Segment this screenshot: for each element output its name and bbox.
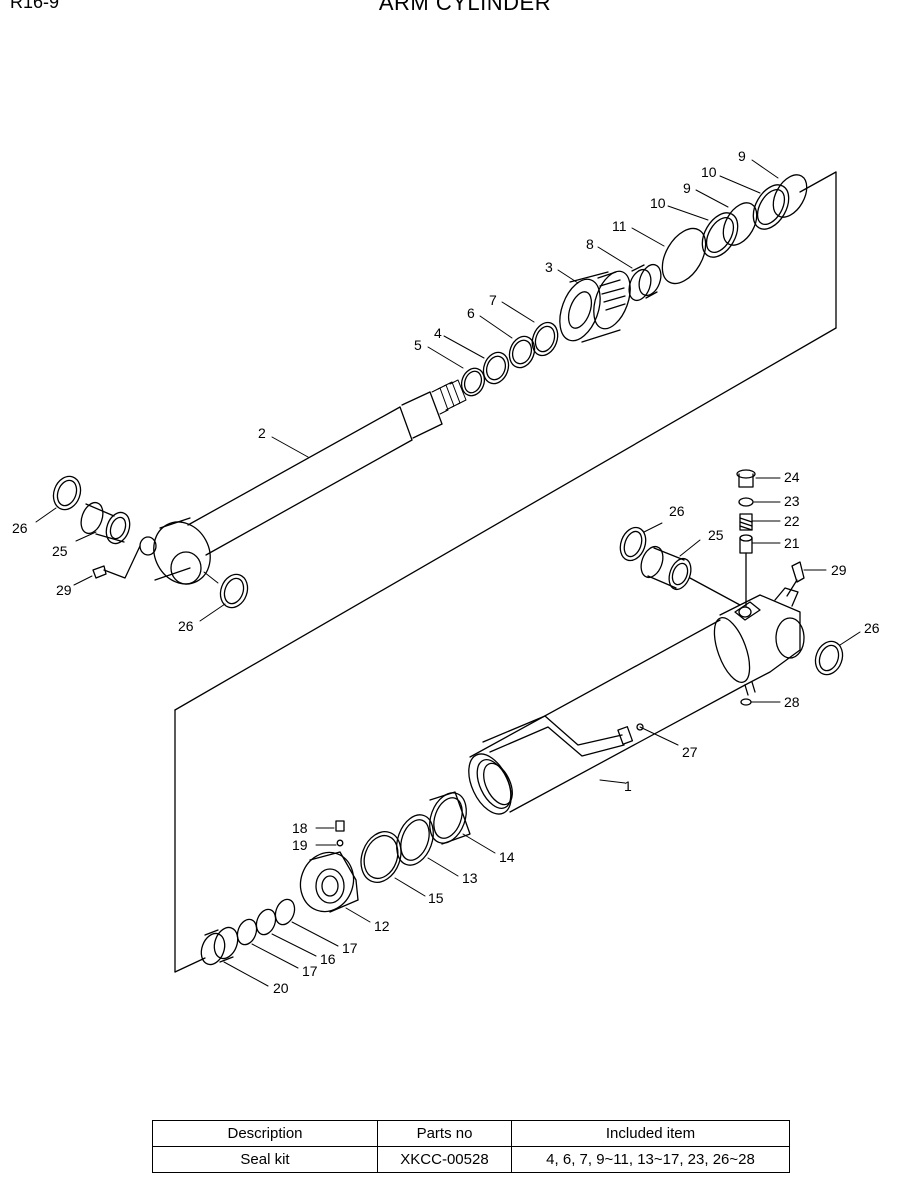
label-16: 16 — [320, 951, 336, 967]
label-8: 8 — [586, 236, 594, 252]
page-id: R16-9 — [10, 0, 60, 12]
piston-seals — [200, 791, 471, 966]
cell-included-item: 4, 6, 7, 9~11, 13~17, 23, 26~28 — [511, 1146, 790, 1173]
label-27: 27 — [682, 744, 698, 760]
label-5: 5 — [414, 337, 422, 353]
label-20: 20 — [273, 980, 289, 996]
label-9-lower: 9 — [683, 180, 691, 196]
rod-cover-part-3 — [559, 270, 631, 343]
label-18: 18 — [292, 820, 308, 836]
label-3: 3 — [545, 259, 553, 275]
label-4: 4 — [434, 325, 442, 341]
label-26-rod-upper: 26 — [12, 520, 28, 536]
label-29-tube: 29 — [831, 562, 847, 578]
piston-part-12 — [299, 820, 359, 913]
label-28: 28 — [784, 694, 800, 710]
label-10-upper: 10 — [701, 164, 717, 180]
label-26-rod-lower: 26 — [178, 618, 194, 634]
label-12: 12 — [374, 918, 390, 934]
page-title: ARM CYLINDER — [378, 0, 552, 15]
label-7: 7 — [489, 292, 497, 308]
table-header-row: Description Parts no Included item — [152, 1120, 790, 1147]
label-22: 22 — [784, 513, 800, 529]
label-14: 14 — [499, 849, 515, 865]
tube-side-parts — [619, 469, 844, 731]
label-1: 1 — [624, 778, 632, 794]
label-15: 15 — [428, 890, 444, 906]
label-26-tube-right: 26 — [864, 620, 880, 636]
column-header-included-item: Included item — [511, 1120, 790, 1147]
piston-rod-part-2 — [139, 379, 467, 585]
label-11: 11 — [612, 218, 627, 234]
label-17-upper: 17 — [342, 940, 358, 956]
label-21: 21 — [784, 535, 800, 551]
table-row: Seal kit XKCC-00528 4, 6, 7, 9~11, 13~17… — [152, 1146, 790, 1173]
label-23: 23 — [784, 493, 800, 509]
label-13: 13 — [462, 870, 478, 886]
seals-4-to-11 — [460, 174, 808, 397]
exploded-parts-diagram: 2 3 4 5 6 7 8 11 10 9 10 9 26 25 29 26 1… — [12, 148, 880, 996]
label-10-lower: 10 — [650, 195, 666, 211]
label-19: 19 — [292, 837, 308, 853]
label-25-tube: 25 — [708, 527, 724, 543]
rod-eye-parts — [52, 475, 249, 609]
label-24: 24 — [784, 469, 800, 485]
label-26-tube-left: 26 — [669, 503, 685, 519]
cylinder-tube-part-1 — [468, 587, 805, 815]
label-9-upper: 9 — [738, 148, 746, 164]
label-25-rod: 25 — [52, 543, 68, 559]
label-17-lower: 17 — [302, 963, 318, 979]
exploded-view-frame — [174, 171, 837, 973]
label-2: 2 — [258, 425, 266, 441]
column-header-description: Description — [152, 1120, 378, 1147]
label-6: 6 — [467, 305, 475, 321]
label-29-rod: 29 — [56, 582, 72, 598]
cell-parts-no: XKCC-00528 — [377, 1146, 512, 1173]
seal-kit-table: Description Parts no Included item Seal … — [152, 1120, 790, 1173]
column-header-parts-no: Parts no — [377, 1120, 512, 1147]
leader-lines — [35, 159, 861, 987]
cell-description: Seal kit — [152, 1146, 378, 1173]
